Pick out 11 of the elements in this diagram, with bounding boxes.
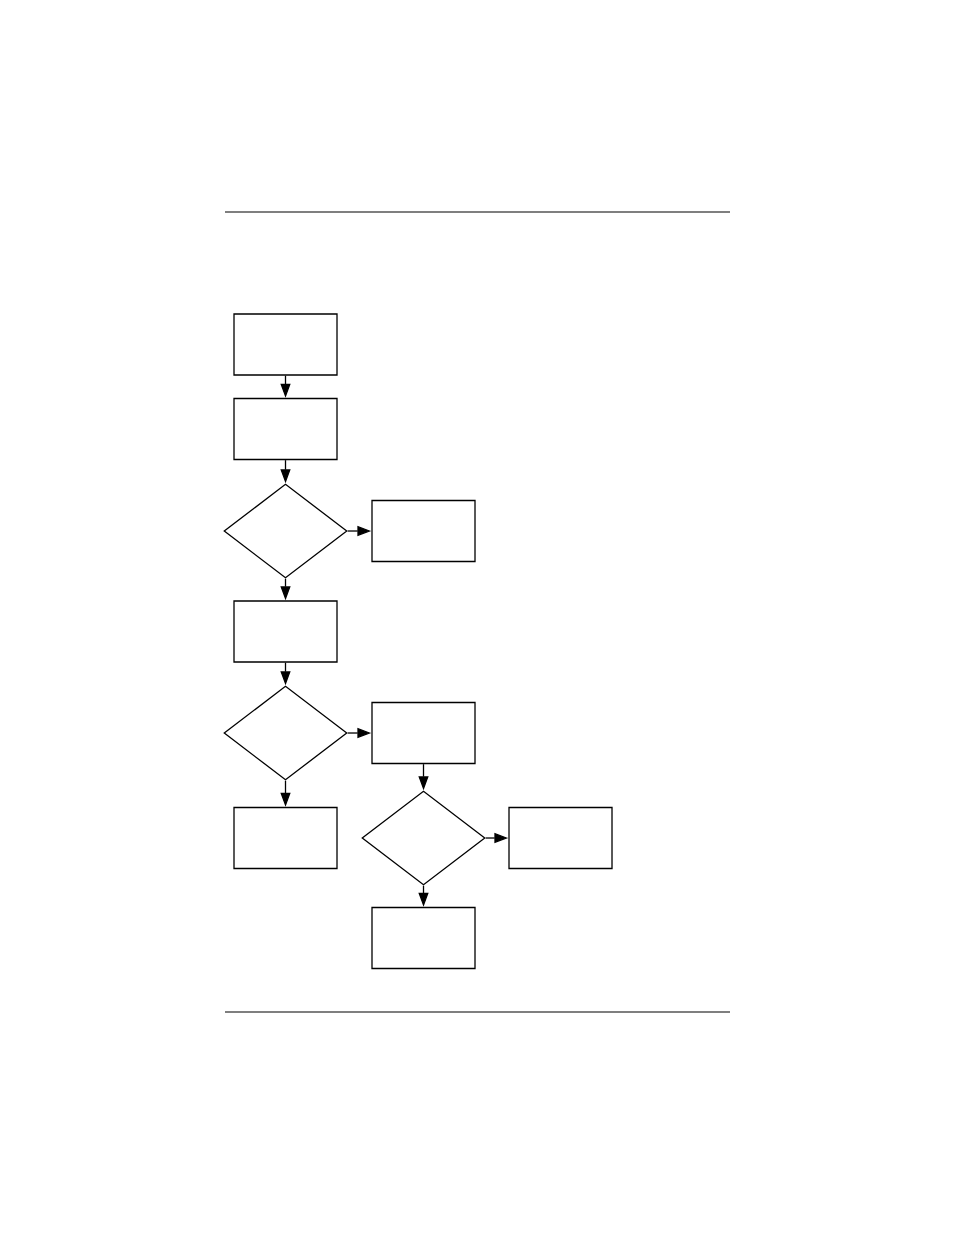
process-box [233,806,338,870]
process-box [371,701,476,765]
process-box [371,499,476,563]
process-box [371,906,476,970]
decision-diamond [223,483,348,579]
process-box [233,397,338,461]
decision-diamond [361,790,486,886]
decision-diamond [223,685,348,781]
process-box [508,806,613,870]
process-box [233,600,338,663]
process-box [233,313,338,376]
